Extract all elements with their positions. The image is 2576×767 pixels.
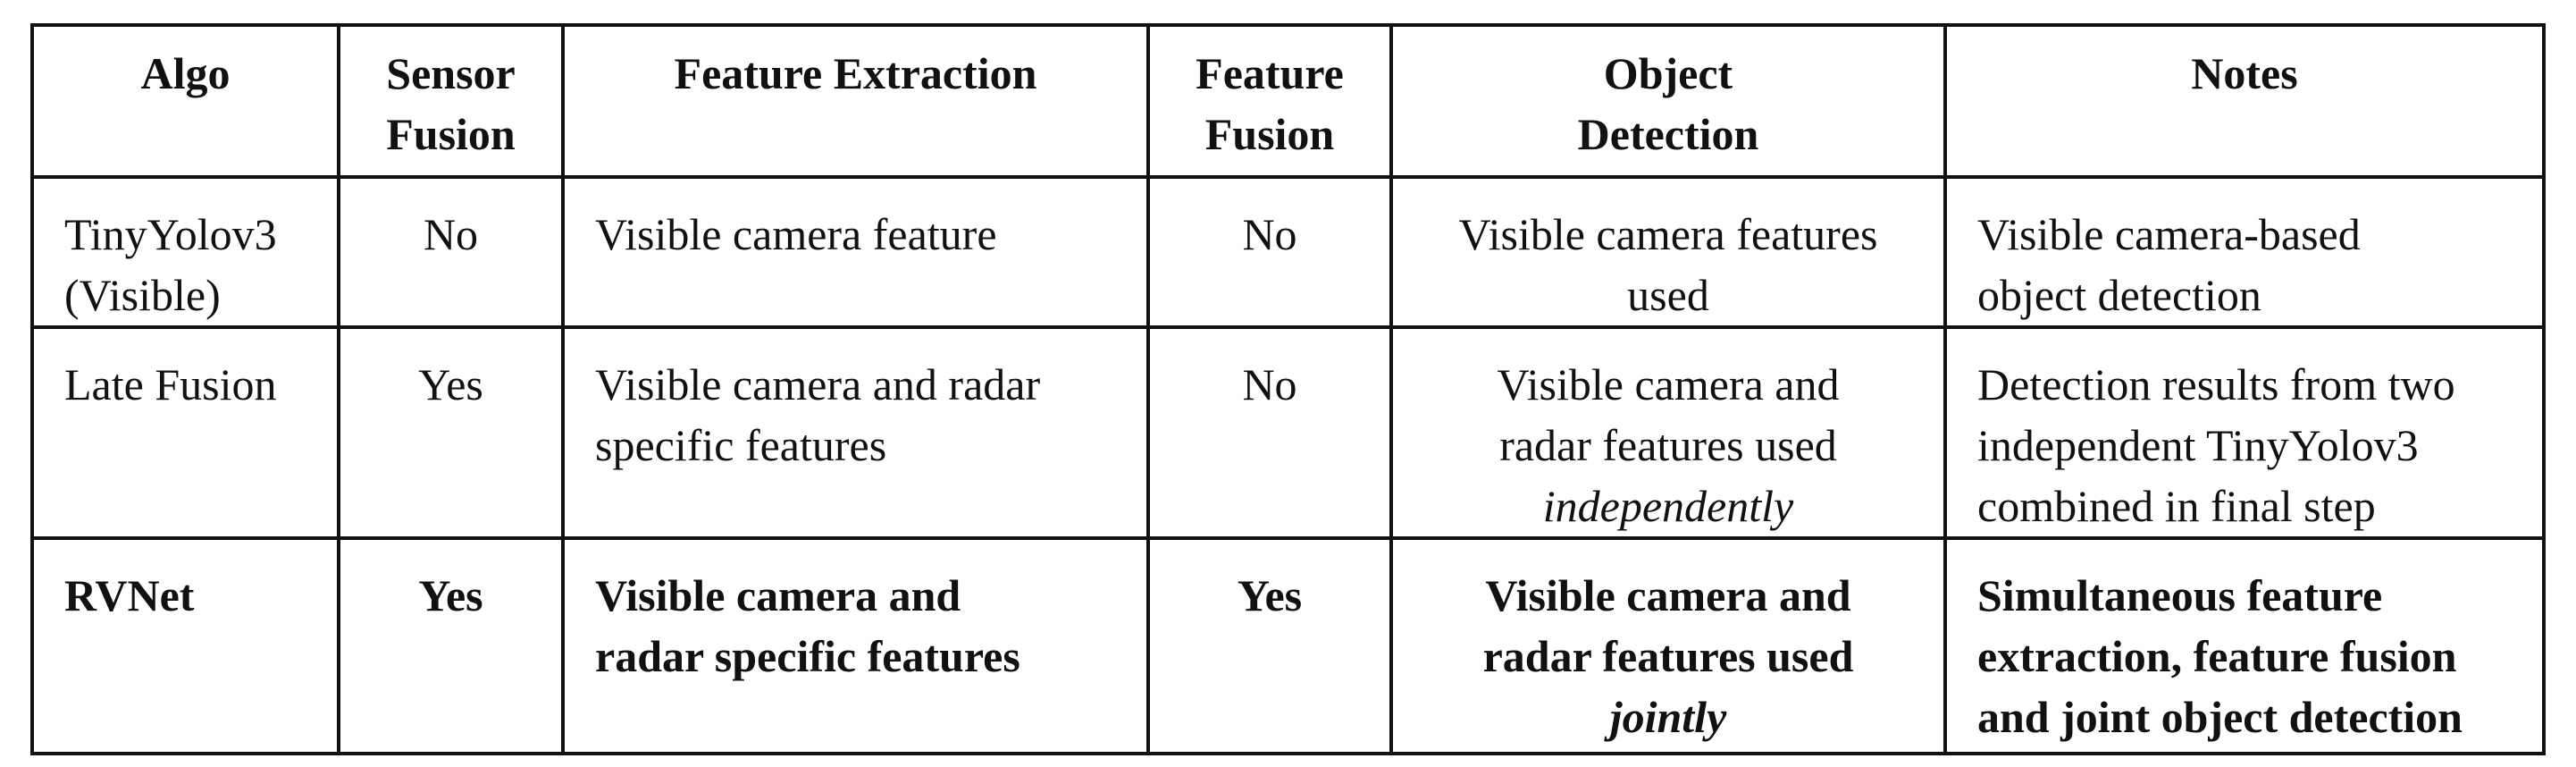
cell-feature-fusion: No (1146, 175, 1393, 329)
cell-notes: Visible camera-based object detection (1943, 175, 2546, 329)
table-row: Late Fusion Yes Visible camera and radar… (30, 325, 2546, 540)
header-notes: Notes (1943, 23, 2546, 179)
cell-feature-fusion: Yes (1146, 536, 1393, 755)
cell-sensor-fusion: No (337, 175, 565, 329)
cell-object-detection: Visible camera features used (1389, 175, 1947, 329)
header-row: Algo Sensor Fusion Feature Extraction Fe… (30, 23, 2546, 179)
table-row-highlighted: RVNet Yes Visible camera and radar speci… (30, 536, 2546, 755)
cell-feature-extraction: Visible camera feature (561, 175, 1150, 329)
cell-notes: Detection results from two independent T… (1943, 325, 2546, 540)
cell-algo: Late Fusion (30, 325, 340, 540)
cell-notes: Simultaneous feature extraction, feature… (1943, 536, 2546, 755)
cell-feature-extraction: Visible camera and radar specific featur… (561, 325, 1150, 540)
header-feature-extraction: Feature Extraction (561, 23, 1150, 179)
cell-object-detection: Visible camera and radar features used j… (1389, 536, 1947, 755)
comparison-table: Algo Sensor Fusion Feature Extraction Fe… (30, 23, 2546, 755)
cell-feature-fusion: No (1146, 325, 1393, 540)
cell-feature-extraction: Visible camera and radar specific featur… (561, 536, 1150, 755)
header-sensor-fusion: Sensor Fusion (337, 23, 565, 179)
cell-object-detection: Visible camera and radar features used i… (1389, 325, 1947, 540)
cell-algo: TinyYolov3 (Visible) (30, 175, 340, 329)
table-row: TinyYolov3 (Visible) No Visible camera f… (30, 175, 2546, 329)
header-feature-fusion: Feature Fusion (1146, 23, 1393, 179)
emphasis-text: independently (1542, 481, 1794, 531)
cell-sensor-fusion: Yes (337, 325, 565, 540)
cell-sensor-fusion: Yes (337, 536, 565, 755)
header-object-detection: Object Detection (1389, 23, 1947, 179)
emphasis-text: jointly (1609, 692, 1727, 742)
cell-algo: RVNet (30, 536, 340, 755)
header-algo: Algo (30, 23, 340, 179)
